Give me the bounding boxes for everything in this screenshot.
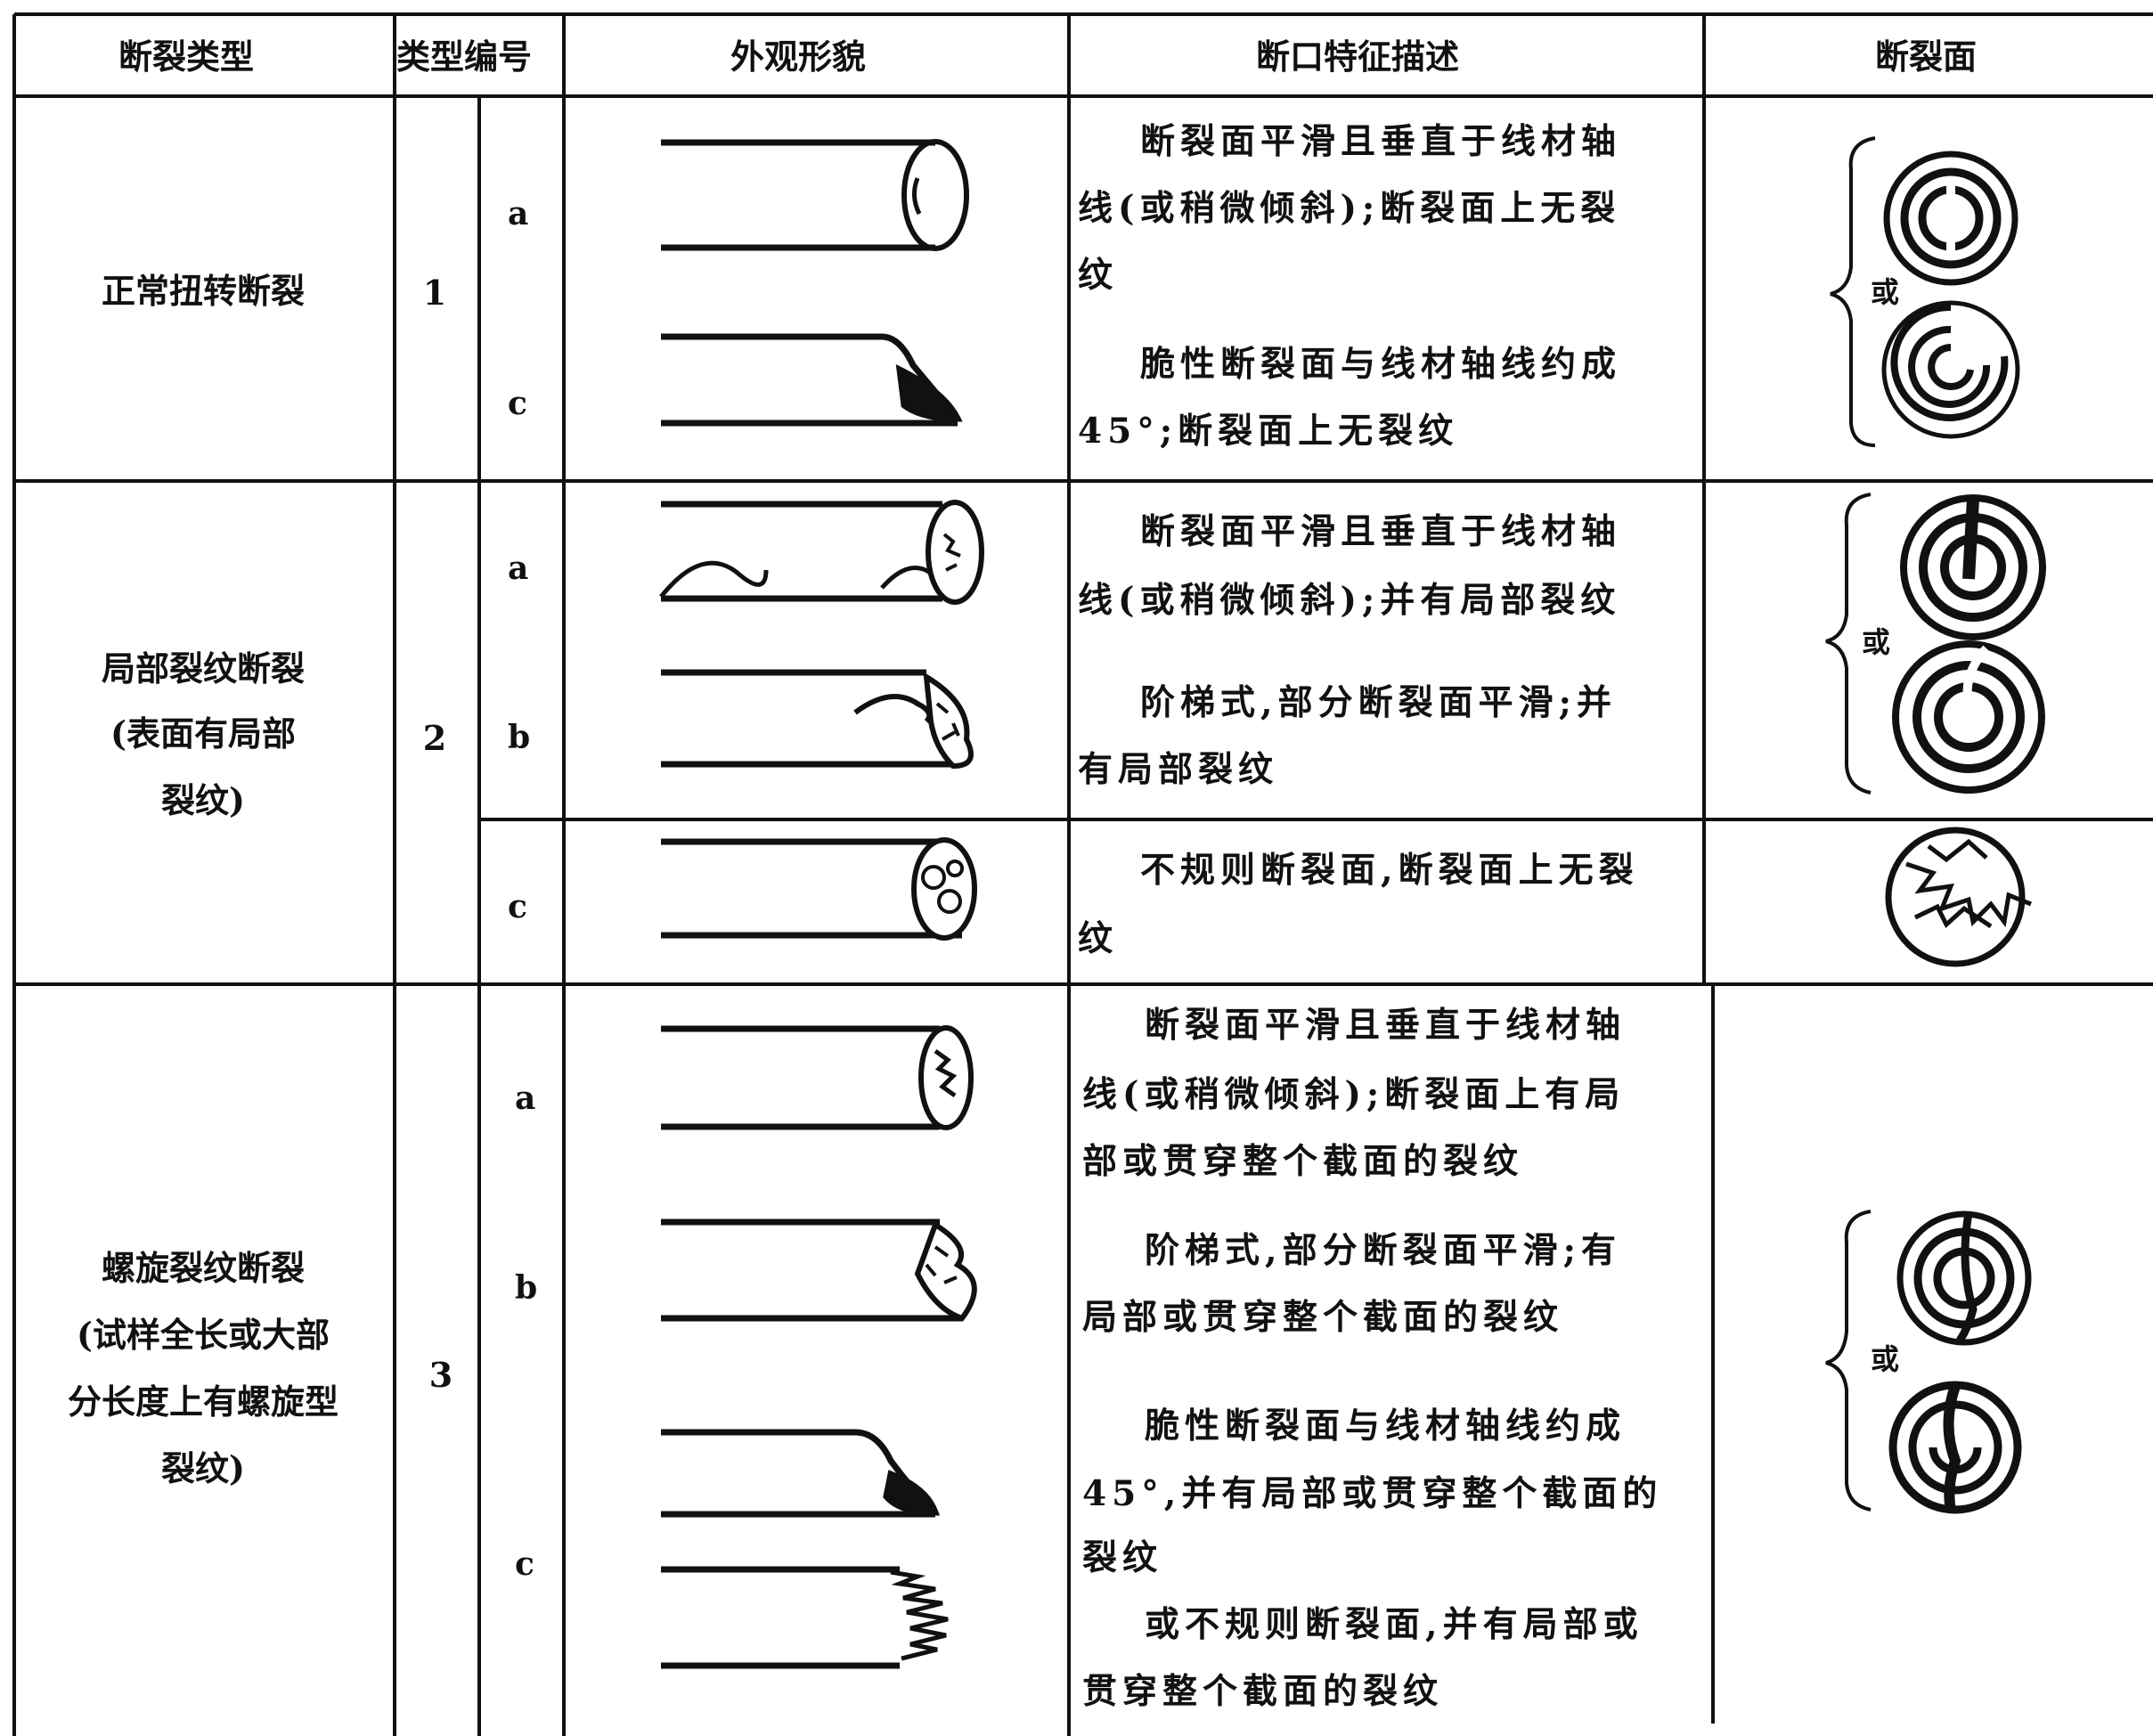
subtype-code: c [515,1545,534,1583]
wire-specimen-icon [661,1218,977,1322]
fracture-type-name: 局部裂纹断裂 [101,648,306,689]
fracture-description-line: 局部或贯穿整个截面的裂纹 [1082,1297,1564,1338]
subtype-code: c [508,888,527,925]
header-fracture-type: 断裂类型 [118,37,255,77]
fracture-type-name: (试样全长或大部 [77,1315,330,1355]
type-number: 1 [422,273,447,313]
wire-specimen-icon [661,1566,949,1669]
or-label: 或 [1871,275,1900,309]
fracture-surface-icon [1885,827,2032,967]
wire-specimen-icon [661,837,977,941]
wire-specimen-icon [661,139,969,251]
fracture-surface-icon [1883,151,2018,286]
wire-specimen-icon [661,1429,940,1518]
fracture-description-line: 有局部裂纹 [1078,749,1279,790]
fracture-description-line: 纹 [1078,255,1119,296]
wire-specimen-icon [661,669,974,770]
fracture-description-line: 线(或稍微倾斜);断裂面上无裂 [1078,188,1621,229]
subtype-code: a [508,195,529,232]
fracture-description-line: 不规则断裂面,断裂面上无裂 [1140,850,1639,891]
fracture-surface-icon [1881,300,2020,439]
fracture-description-line: 线(或稍微倾斜);断裂面上有局 [1082,1074,1626,1115]
fracture-description-line: 纹 [1078,918,1119,959]
subtype-code: b [515,1269,538,1307]
fracture-description-line: 或不规则断裂面,并有局部或 [1145,1604,1643,1645]
fracture-description-line: 45°,并有局部或贯穿整个截面的 [1082,1473,1663,1514]
fracture-description-line: 脆性断裂面与线材轴线约成 [1140,344,1622,385]
fracture-type-name: (表面有局部 [110,713,296,754]
wire-specimen-icon [661,1025,974,1130]
fracture-surface-icon [1900,494,2046,640]
header-fracture-description: 断口特征描述 [1256,37,1460,77]
fracture-type-name: 正常扭转断裂 [101,271,306,311]
subtype-code: a [515,1080,536,1117]
fracture-description-line: 部或贯穿整个截面的裂纹 [1082,1141,1524,1182]
fracture-description-line: 裂纹 [1082,1537,1163,1578]
fracture-surface-icon [1896,1210,2032,1346]
type-number: 3 [428,1355,453,1395]
fracture-type-name: 裂纹) [161,780,245,820]
subtype-code: a [508,550,529,587]
fracture-surface-icon [1888,1381,2022,1514]
wire-specimen-icon [661,333,963,427]
fracture-description-line: 45°;断裂面上无裂纹 [1078,411,1459,452]
fracture-description-line: 阶梯式,部分断裂面平滑;有 [1145,1230,1621,1271]
fracture-description-line: 断裂面平滑且垂直于线材轴 [1145,1005,1627,1046]
fracture-type-name: 螺旋裂纹断裂 [101,1248,306,1288]
fracture-description-line: 断裂面平滑且垂直于线材轴 [1140,511,1622,552]
subtype-code: b [508,719,531,756]
subtype-code: c [508,385,527,422]
header-type-number: 类型编号 [396,37,533,77]
wire-specimen-icon [659,500,984,605]
fracture-type-name: 分长度上有螺旋型 [67,1381,339,1422]
fracture-description-line: 脆性断裂面与线材轴线约成 [1145,1406,1627,1447]
header-appearance: 外观形貌 [730,37,867,77]
header-fracture-surface: 断裂面 [1875,37,1978,77]
or-label: 或 [1871,1342,1900,1376]
brace-icon [1825,136,1876,1512]
fracture-description-line: 断裂面平滑且垂直于线材轴 [1140,121,1622,162]
fracture-description-line: 阶梯式,部分断裂面平滑;并 [1140,682,1617,723]
fracture-description-line: 线(或稍微倾斜);并有局部裂纹 [1078,580,1621,621]
type-number: 2 [422,718,447,758]
fracture-description-line: 贯穿整个截面的裂纹 [1082,1671,1444,1712]
fracture-type-name: 裂纹) [161,1448,245,1488]
or-label: 或 [1862,625,1891,659]
fracture-surface-icon [1892,640,2045,794]
